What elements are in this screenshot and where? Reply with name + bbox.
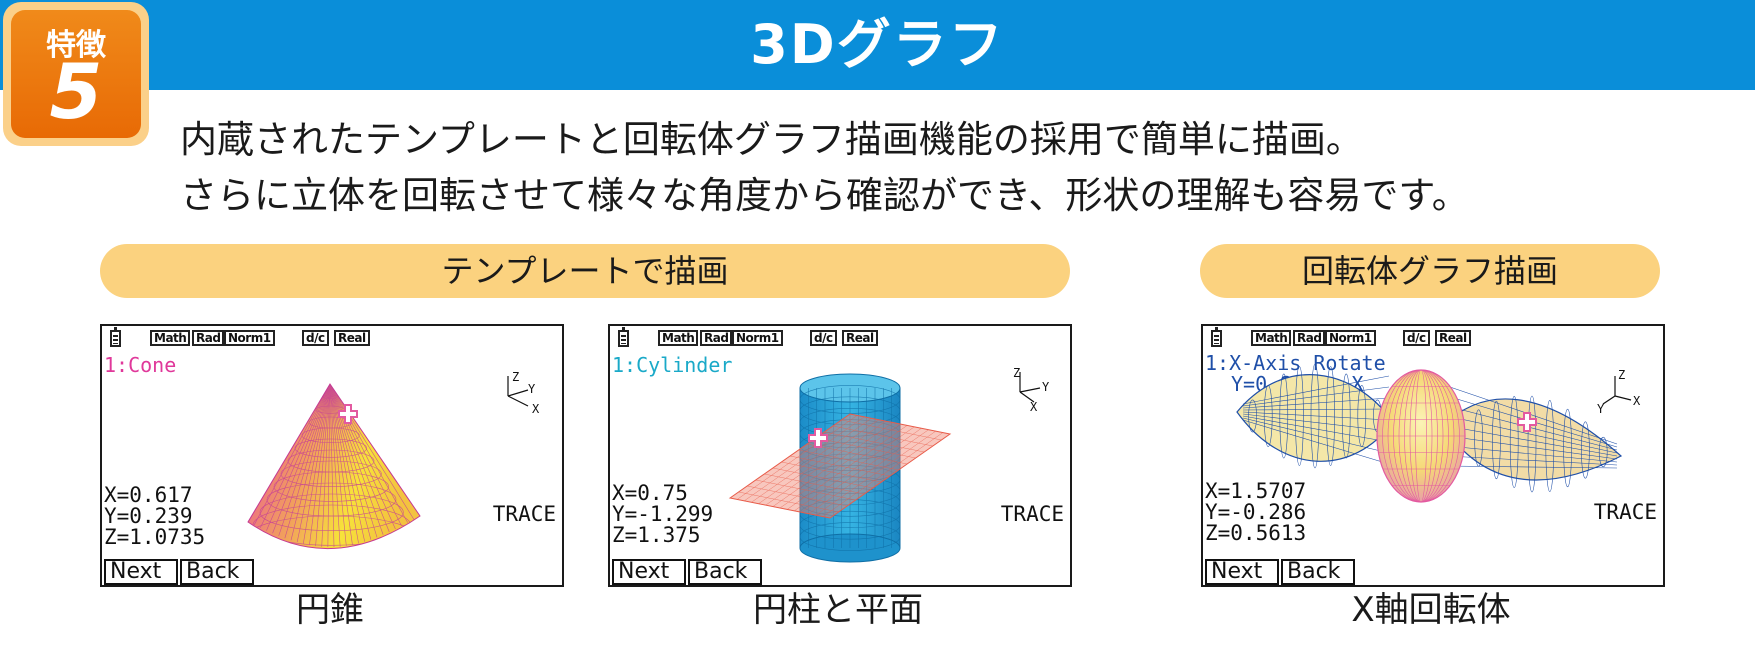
mode-dc: d/c bbox=[1403, 330, 1430, 346]
battery-icon bbox=[618, 327, 629, 347]
intro-line-2: さらに立体を回転させて様々な角度から確認ができ、形状の理解も容易です。 bbox=[180, 174, 1469, 217]
cylinder-plane-graph bbox=[728, 373, 952, 563]
axis-x-label: X bbox=[1633, 394, 1641, 408]
coord-z: Z=1.0735 bbox=[104, 525, 206, 549]
trace-label: TRACE bbox=[492, 502, 556, 526]
caption-cylinder: 円柱と平面 bbox=[753, 590, 923, 630]
battery-icon bbox=[1211, 327, 1222, 347]
coord-x: X=0.617 bbox=[104, 483, 193, 507]
intro-text: 内蔵されたテンプレートと回転体グラフ描画機能の採用で簡単に描画。 さらに立体を回… bbox=[180, 112, 1720, 224]
status-bar: Math Rad Norm1 d/c Real bbox=[1207, 327, 1663, 348]
mode-dc: d/c bbox=[302, 330, 329, 346]
header-band bbox=[0, 0, 1755, 90]
next-softkey[interactable]: Next bbox=[612, 559, 686, 585]
trace-cursor-icon bbox=[1517, 412, 1537, 432]
mode-math: Math bbox=[150, 330, 191, 346]
mode-norm: Norm1 bbox=[224, 330, 275, 346]
axes-icon: Z Y X bbox=[498, 370, 548, 416]
coord-z: Z=0.5613 bbox=[1205, 521, 1307, 545]
template-section-label: テンプレートで描画 bbox=[100, 244, 1070, 298]
axis-x-label: X bbox=[532, 402, 540, 416]
mode-dc: d/c bbox=[810, 330, 837, 346]
coord-y: Y=-0.286 bbox=[1205, 500, 1307, 524]
coord-z: Z=1.375 bbox=[612, 523, 701, 547]
mode-real: Real bbox=[1435, 330, 1471, 346]
mode-real: Real bbox=[334, 330, 370, 346]
caption-cone: 円錐 bbox=[296, 590, 364, 630]
cone-graph bbox=[247, 383, 421, 550]
next-softkey[interactable]: Next bbox=[1205, 559, 1279, 585]
mode-real: Real bbox=[842, 330, 878, 346]
status-bar: Math Rad Norm1 d/c Real bbox=[106, 327, 562, 348]
feature-badge-number: 5 bbox=[49, 47, 103, 136]
axis-y-label: Y bbox=[528, 382, 536, 396]
next-softkey[interactable]: Next bbox=[104, 559, 178, 585]
back-softkey[interactable]: Back bbox=[1281, 559, 1355, 585]
axis-z-label: Z bbox=[1013, 366, 1021, 380]
trace-cursor-icon bbox=[808, 428, 828, 448]
status-bar: Math Rad Norm1 d/c Real bbox=[614, 327, 1070, 348]
intro-line-1: 内蔵されたテンプレートと回転体グラフ描画機能の採用で簡単に描画。 bbox=[180, 118, 1363, 161]
mode-math: Math bbox=[1251, 330, 1292, 346]
back-softkey[interactable]: Back bbox=[688, 559, 762, 585]
mode-rad: Rad bbox=[700, 330, 733, 346]
feature-badge-label: 特徴 bbox=[46, 28, 106, 63]
axis-y-label: Y bbox=[1042, 380, 1050, 394]
coord-x: X=0.75 bbox=[612, 481, 688, 505]
page-title: 3Dグラフ bbox=[750, 13, 1005, 76]
calculator-screen-rotation: Math Rad Norm1 d/c Real 1:X-Axis Rotate … bbox=[1201, 324, 1665, 587]
mode-norm: Norm1 bbox=[1325, 330, 1376, 346]
mode-rad: Rad bbox=[192, 330, 225, 346]
axis-z-label: Z bbox=[512, 370, 520, 384]
rotation-graph bbox=[1236, 363, 1623, 503]
revolve-section-label: 回転体グラフ描画 bbox=[1200, 244, 1660, 298]
coord-x: X=1.5707 bbox=[1205, 479, 1307, 503]
feature-badge-inner: 特徴 5 bbox=[11, 10, 141, 138]
axis-y-label: Y bbox=[1597, 402, 1605, 416]
axis-z-label: Z bbox=[1618, 368, 1626, 382]
axis-x-label: X bbox=[1030, 400, 1038, 414]
mode-norm: Norm1 bbox=[732, 330, 783, 346]
back-softkey[interactable]: Back bbox=[180, 559, 254, 585]
trace-label: TRACE bbox=[1000, 502, 1064, 526]
caption-rotation: X軸回転体 bbox=[1351, 590, 1511, 630]
mode-math: Math bbox=[658, 330, 699, 346]
feature-badge: 特徴 5 bbox=[3, 2, 149, 146]
calculator-screen-cylinder: Math Rad Norm1 d/c Real 1:Cylinder Z Y X bbox=[608, 324, 1072, 587]
function-label: 1:Cylinder bbox=[612, 353, 733, 377]
coord-y: Y=0.239 bbox=[104, 504, 193, 528]
function-label: 1:Cone bbox=[104, 353, 177, 377]
battery-icon bbox=[110, 327, 121, 347]
trace-label: TRACE bbox=[1593, 500, 1657, 524]
function-label: 1:X-Axis Rotate bbox=[1205, 351, 1386, 375]
axes-icon: Z X Y bbox=[1587, 368, 1647, 418]
axes-icon: Z Y X bbox=[1010, 366, 1060, 414]
coord-y: Y=-1.299 bbox=[612, 502, 714, 526]
mode-rad: Rad bbox=[1293, 330, 1326, 346]
calculator-screen-cone: Math Rad Norm1 d/c Real 1:Cone Z Y bbox=[100, 324, 564, 587]
trace-cursor-icon bbox=[338, 404, 358, 424]
